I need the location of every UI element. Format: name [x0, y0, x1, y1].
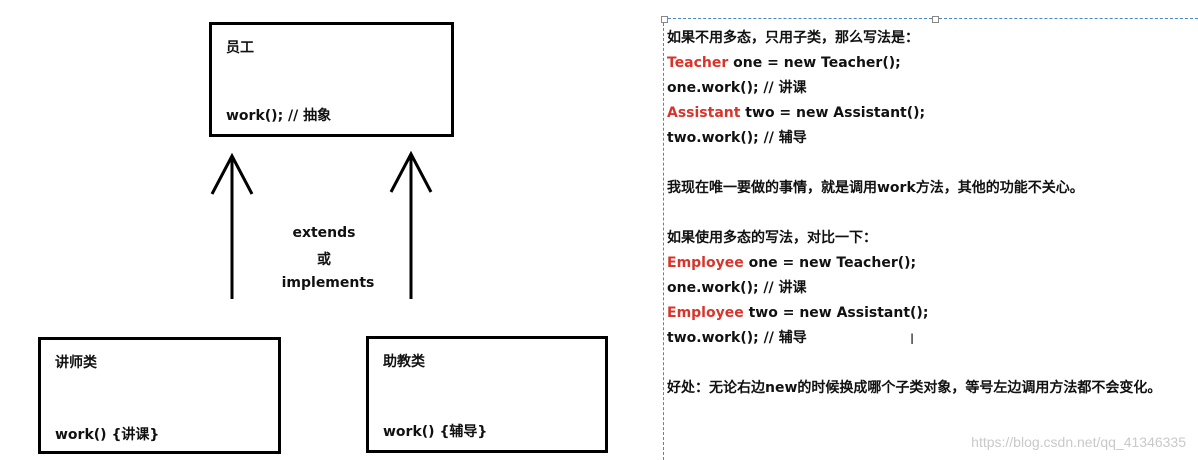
notes-text: one = new Teacher();	[743, 255, 917, 271]
teacher-class-title: 讲师类	[55, 355, 97, 371]
assistant-class-title: 助教类	[383, 354, 425, 370]
teacher-work-method: work() {讲课}	[55, 427, 160, 443]
notes-text: two.work(); // 辅导	[667, 330, 807, 346]
text-cursor-icon: I	[910, 332, 915, 348]
employee-class-title: 员工	[226, 40, 254, 56]
relation-implements-label: implements	[281, 275, 375, 291]
resize-handle-top-middle[interactable]	[932, 16, 939, 23]
employee-class-box: 员工 work(); // 抽象	[209, 22, 454, 137]
notes-line: two.work(); // 辅导	[667, 326, 1161, 351]
notes-line: 如果不用多态，只用子类，那么写法是：	[667, 26, 1161, 51]
right-arrow-head	[389, 150, 433, 193]
notes-line: 我现在唯一要做的事情，就是调用work方法，其他的功能不关心。	[667, 176, 1161, 201]
notes-line: Assistant two = new Assistant();	[667, 101, 1161, 126]
notes-text: 好处：无论右边new的时候换成哪个子类对象，等号左边调用方法都不会变化。	[667, 380, 1162, 396]
notes-line: one.work(); // 讲课	[667, 276, 1161, 301]
textbox-left-border	[663, 18, 664, 460]
relation-extends-label: extends	[292, 225, 356, 241]
notes-text: one = new Teacher();	[728, 55, 901, 71]
notes-line: Teacher one = new Teacher();	[667, 51, 1161, 76]
textbox-top-border	[663, 18, 1198, 19]
notes-text: two = new Assistant();	[743, 305, 929, 321]
notes-text: two.work(); // 辅导	[667, 130, 807, 146]
notes-line: one.work(); // 讲课	[667, 76, 1161, 101]
type-keyword: Employee	[667, 255, 744, 271]
assistant-class-box: 助教类 work() {辅导}	[366, 336, 608, 453]
left-arrow-head	[210, 152, 254, 195]
watermark: https://blog.csdn.net/qq_41346335	[971, 434, 1186, 450]
notes-blank-line	[667, 201, 1161, 226]
notes-line: Employee two = new Assistant();	[667, 301, 1161, 326]
notes-blank-line	[667, 351, 1161, 376]
type-keyword: Employee	[667, 305, 744, 321]
resize-handle-top-left[interactable]	[661, 16, 668, 23]
type-keyword: Assistant	[667, 105, 741, 121]
notes-text: one.work(); // 讲课	[667, 80, 807, 96]
assistant-work-method: work() {辅导}	[383, 424, 488, 440]
employee-work-method: work(); // 抽象	[226, 108, 332, 124]
notes-text: one.work(); // 讲课	[667, 280, 807, 296]
notes-line: two.work(); // 辅导	[667, 126, 1161, 151]
type-keyword: Teacher	[667, 55, 729, 71]
notes-text: 如果不用多态，只用子类，那么写法是：	[667, 30, 919, 46]
notes-text: 如果使用多态的写法，对比一下：	[667, 230, 877, 246]
notes-textbox[interactable]: 如果不用多态，只用子类，那么写法是： Teacher one = new Teac…	[667, 26, 1161, 401]
notes-text: two = new Assistant();	[740, 105, 926, 121]
notes-line: 如果使用多态的写法，对比一下：	[667, 226, 1161, 251]
notes-line: 好处：无论右边new的时候换成哪个子类对象，等号左边调用方法都不会变化。	[667, 376, 1161, 401]
relation-or-label: 或	[317, 252, 331, 268]
notes-blank-line	[667, 151, 1161, 176]
inheritance-arrows	[210, 150, 433, 299]
teacher-class-box: 讲师类 work() {讲课}	[38, 337, 281, 454]
notes-line: Employee one = new Teacher();	[667, 251, 1161, 276]
notes-text: 我现在唯一要做的事情，就是调用work方法，其他的功能不关心。	[667, 180, 1084, 196]
